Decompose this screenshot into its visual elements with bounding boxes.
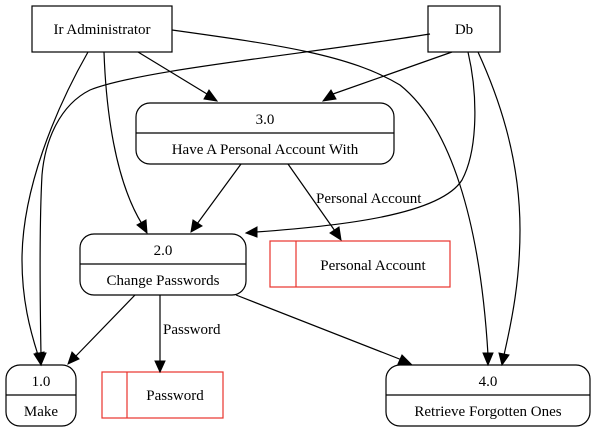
edge-2-0-to-password — [154, 295, 166, 374]
edge-db-to-4-0 — [477, 51, 521, 367]
edge-3-0-to-2-0 — [190, 163, 242, 233]
process-3-0[interactable]: 3.0 Have A Personal Account With — [135, 102, 395, 165]
edge-db-to-2-0 — [244, 51, 476, 238]
process-id: 4.0 — [479, 374, 498, 390]
edge-label-password: Password — [163, 322, 221, 338]
data-store-label: Personal Account — [320, 258, 426, 274]
data-store-label: Password — [146, 388, 204, 404]
process-name: Have A Personal Account With — [172, 142, 359, 158]
edge-admin-to-4-0 — [171, 29, 494, 367]
edge-2-0-to-1-0 — [67, 294, 136, 365]
process-name: Retrieve Forgotten Ones — [414, 404, 561, 420]
edge-admin-to-1-0 — [21, 51, 89, 367]
process-4-0[interactable]: 4.0 Retrieve Forgotten Ones — [385, 364, 591, 427]
process-2-0[interactable]: 2.0 Change Passwords — [79, 233, 247, 296]
external-entity-db[interactable]: Db — [427, 5, 501, 53]
process-id: 1.0 — [32, 374, 51, 390]
edge-db-to-1-0 — [35, 33, 431, 367]
data-store-password[interactable]: Password — [101, 371, 224, 419]
edge-db-to-3-0 — [321, 51, 453, 102]
data-store-personal-account[interactable]: Personal Account — [269, 240, 451, 288]
edge-2-0-to-4-0 — [235, 294, 413, 365]
process-name: Make — [24, 404, 58, 420]
process-id: 2.0 — [154, 243, 173, 259]
edge-label-personal-account: Personal Account — [316, 191, 422, 207]
external-entity-label: Db — [455, 22, 473, 38]
external-entity-ir-administrator[interactable]: Ir Administrator — [31, 5, 173, 53]
process-id: 3.0 — [256, 112, 275, 128]
external-entity-label: Ir Administrator — [53, 22, 150, 38]
process-1-0[interactable]: 1.0 Make — [5, 364, 77, 427]
process-name: Change Passwords — [107, 273, 220, 289]
edge-admin-to-3-0 — [137, 51, 219, 102]
edge-3-0-to-personal-account — [287, 163, 342, 242]
edge-admin-to-2-0 — [103, 51, 148, 235]
